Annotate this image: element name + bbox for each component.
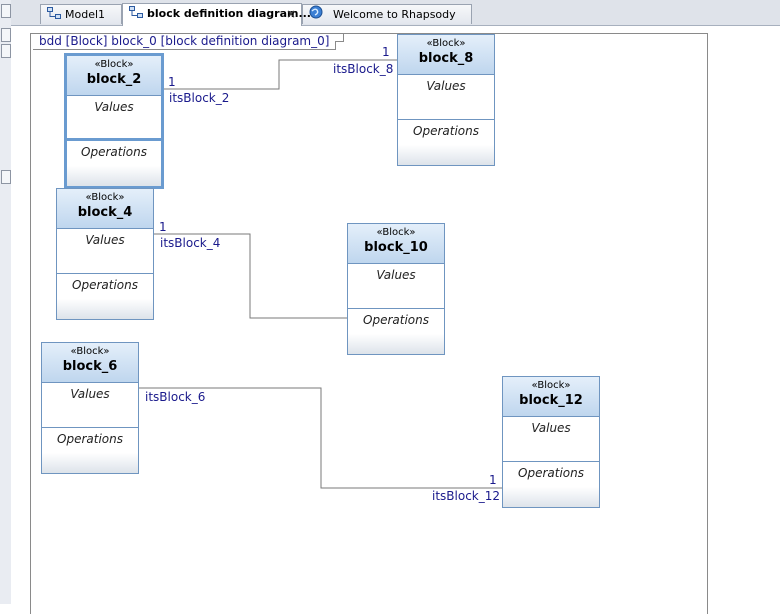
values-compartment: Values bbox=[42, 383, 138, 428]
block-stereotype: «Block» bbox=[376, 227, 416, 238]
block-header: «Block» block_8 bbox=[398, 35, 494, 75]
values-compartment: Values bbox=[503, 417, 599, 462]
tab-block-definition-diagram[interactable]: block definition diagram... × bbox=[122, 3, 311, 26]
globe-icon bbox=[309, 5, 323, 25]
values-compartment: Values bbox=[67, 96, 161, 141]
multiplicity-label[interactable]: 1 bbox=[382, 45, 390, 59]
role-label[interactable]: itsBlock_8 bbox=[333, 62, 394, 76]
tab-label: Welcome to Rhapsody bbox=[333, 8, 456, 21]
block-stereotype: «Block» bbox=[531, 380, 571, 391]
values-compartment: Values bbox=[348, 264, 444, 309]
block-name: block_8 bbox=[418, 51, 474, 66]
dock-button[interactable] bbox=[1, 28, 11, 42]
block-name: block_10 bbox=[364, 240, 428, 255]
role-label[interactable]: itsBlock_12 bbox=[432, 489, 501, 503]
association-line-block4-block10 bbox=[154, 233, 347, 319]
block-name: block_2 bbox=[86, 72, 142, 87]
tab-model1[interactable]: Model1 bbox=[40, 4, 122, 24]
role-label[interactable]: itsBlock_4 bbox=[160, 236, 221, 250]
close-icon[interactable]: × bbox=[285, 7, 296, 21]
block-header: «Block» block_6 bbox=[42, 343, 138, 383]
operations-compartment: Operations bbox=[67, 141, 161, 186]
tab-label: Model1 bbox=[65, 8, 106, 21]
diagram-frame bbox=[30, 33, 708, 614]
block-stereotype: «Block» bbox=[426, 38, 466, 49]
block-name: block_12 bbox=[519, 393, 583, 408]
values-compartment: Values bbox=[398, 75, 494, 120]
association-line-block6-block12 bbox=[139, 387, 502, 489]
tab-welcome[interactable]: Welcome to Rhapsody bbox=[302, 4, 472, 24]
block-block-10[interactable]: «Block» block_10 Values Operations bbox=[347, 223, 445, 355]
block-block-6[interactable]: «Block» block_6 Values Operations bbox=[41, 342, 139, 474]
block-block-2[interactable]: «Block» block_2 Values Operations bbox=[64, 53, 164, 189]
operations-compartment: Operations bbox=[503, 462, 599, 507]
block-stereotype: «Block» bbox=[70, 346, 110, 357]
diagram-icon bbox=[129, 5, 143, 24]
operations-compartment: Operations bbox=[348, 309, 444, 354]
association-line-block2-block8 bbox=[163, 59, 397, 90]
values-compartment: Values bbox=[57, 229, 153, 274]
role-label[interactable]: itsBlock_2 bbox=[169, 91, 230, 105]
block-header: «Block» block_12 bbox=[503, 377, 599, 417]
dock-button[interactable] bbox=[1, 170, 11, 184]
operations-compartment: Operations bbox=[57, 274, 153, 319]
block-stereotype: «Block» bbox=[94, 59, 134, 70]
block-header: «Block» block_2 bbox=[67, 56, 161, 96]
dock-button[interactable] bbox=[1, 4, 11, 18]
block-header: «Block» block_4 bbox=[57, 189, 153, 229]
role-label[interactable]: itsBlock_6 bbox=[145, 390, 206, 404]
tab-bar: Model1 block definition diagram... × Wel… bbox=[11, 0, 780, 26]
multiplicity-label[interactable]: 1 bbox=[489, 473, 497, 487]
multiplicity-label[interactable]: 1 bbox=[159, 220, 167, 234]
block-name: block_4 bbox=[77, 205, 133, 220]
dock-button[interactable] bbox=[1, 44, 11, 58]
block-block-4[interactable]: «Block» block_4 Values Operations bbox=[56, 188, 154, 320]
block-block-8[interactable]: «Block» block_8 Values Operations bbox=[397, 34, 495, 166]
diagram-frame-label: bdd [Block] block_0 [block definition di… bbox=[33, 34, 345, 50]
multiplicity-label[interactable]: 1 bbox=[168, 75, 176, 89]
block-stereotype: «Block» bbox=[85, 192, 125, 203]
operations-compartment: Operations bbox=[42, 428, 138, 473]
tab-label: block definition diagram... bbox=[147, 7, 311, 20]
block-header: «Block» block_10 bbox=[348, 224, 444, 264]
operations-compartment: Operations bbox=[398, 120, 494, 165]
diagram-icon bbox=[47, 6, 61, 25]
block-name: block_6 bbox=[62, 359, 118, 374]
block-block-12[interactable]: «Block» block_12 Values Operations bbox=[502, 376, 600, 508]
